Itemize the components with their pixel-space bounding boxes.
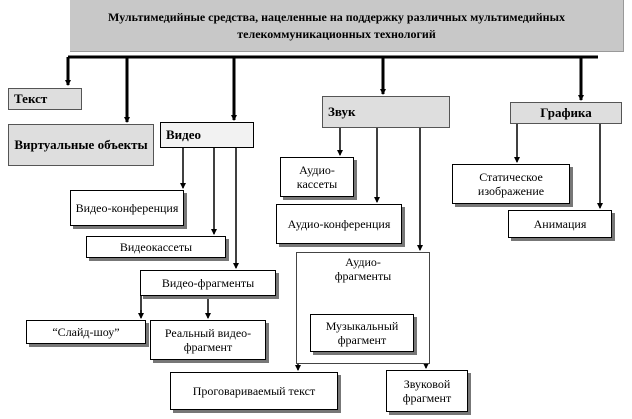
category-sound-label: Звук [328, 104, 356, 119]
real-video-fragment-box: Реальный видео-фрагмент [150, 320, 266, 360]
video-fragments-box: Видео-фрагменты [140, 270, 276, 296]
audio-cassettes-box: Аудио-кассеты [280, 157, 354, 197]
slideshow-box: “Слайд-шоу” [26, 320, 146, 344]
animation-label: Анимация [533, 217, 587, 231]
root-title-box: Мультимедийные средства, нацеленные на п… [70, 0, 624, 52]
sound-fragment-label: Звуковой фрагмент [402, 377, 452, 405]
video-fragments-label: Видео-фрагменты [161, 276, 255, 290]
slideshow-label: “Слайд-шоу” [52, 325, 120, 339]
category-virtual-objects-label: Виртуальные объекты [14, 137, 148, 152]
category-virtual-objects-box: Виртуальные объекты [8, 124, 154, 166]
static-image-label: Статическое изображение [477, 170, 545, 198]
music-fragment-box: Музыкальный фрагмент [310, 314, 414, 352]
audio-fragments-label: Аудио-фрагменты [334, 255, 392, 283]
audio-conference-label: Аудио-конференция [287, 217, 391, 231]
root-title: Мультимедийные средства, нацеленные на п… [108, 9, 565, 41]
real-video-fragment-label: Реальный видео-фрагмент [164, 326, 252, 354]
category-text-box: Текст [8, 88, 82, 110]
music-fragment-label: Музыкальный фрагмент [325, 319, 399, 347]
category-graphics-box: Графика [510, 102, 622, 124]
category-video-label: Видео [166, 127, 202, 142]
category-text-label: Текст [14, 91, 48, 106]
animation-box: Анимация [508, 210, 612, 238]
sound-fragment-box: Звуковой фрагмент [386, 370, 468, 412]
spoken-text-label: Проговариваемый текст [192, 384, 316, 398]
video-cassettes-label: Видеокассеты [119, 240, 193, 254]
spoken-text-box: Проговариваемый текст [170, 372, 338, 410]
video-conference-box: Видео-конференция [70, 190, 184, 226]
category-video-box: Видео [160, 122, 254, 148]
audio-cassettes-label: Аудио-кассеты [296, 163, 338, 191]
audio-conference-box: Аудио-конференция [276, 204, 402, 244]
category-graphics-label: Графика [540, 105, 592, 120]
static-image-box: Статическое изображение [452, 164, 570, 204]
video-cassettes-box: Видеокассеты [86, 236, 226, 258]
category-sound-box: Звук [322, 96, 450, 128]
video-conference-label: Видео-конференция [75, 201, 179, 215]
